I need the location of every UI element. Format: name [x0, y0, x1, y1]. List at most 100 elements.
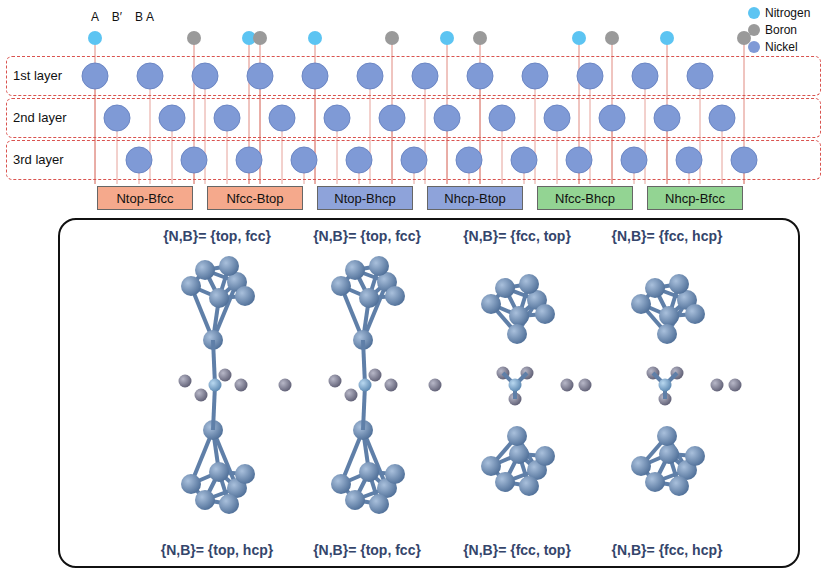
nickel-atom: [219, 256, 239, 276]
nickel-atom: [291, 147, 317, 173]
nickel-atom: [731, 147, 757, 173]
node-label: 1st layer: [13, 57, 62, 94]
boron-atom: [179, 375, 192, 388]
nickel-atom: [495, 278, 515, 298]
nickel-atom: [519, 274, 539, 294]
site-pair-caption: {N,B}= {top, fcc}: [313, 542, 421, 558]
stacking-letter: A: [146, 10, 154, 24]
boron-atom: [729, 379, 742, 392]
nickel-atom: [214, 105, 240, 131]
nickel-atom: [331, 276, 351, 296]
nickel-atom: [566, 147, 592, 173]
node-label: Nhcp-Btop: [444, 191, 505, 206]
atoms: [82, 31, 757, 173]
nickel-atom: [209, 462, 229, 482]
boron-atom: [711, 379, 724, 392]
site-pair-caption: {N,B}= {fcc, top}: [463, 542, 571, 558]
boron-atom: [429, 379, 442, 392]
boron-atom: [329, 375, 342, 388]
boron-atom: [579, 379, 592, 392]
adsorbate-atom: [308, 31, 322, 45]
node-label: Nhcp-Bfcc: [665, 191, 725, 206]
layer-band: 3rd layer: [6, 140, 821, 180]
nickel-atom: [519, 476, 539, 496]
nickel-atom: [544, 105, 570, 131]
nickel-atom: [247, 63, 273, 89]
site-label-box: Ntop-Bfcc: [97, 186, 193, 210]
nickel-atom: [104, 105, 130, 131]
nickel-atom: [687, 63, 713, 89]
site-label-box: Nhcp-Btop: [427, 186, 523, 210]
site-pair-caption: {N,B}= {top, fcc}: [163, 228, 271, 244]
adsorbate-atom: [473, 31, 487, 45]
nickel-atom: [509, 444, 529, 464]
adsorbate-atom: [253, 31, 267, 45]
site-guide-line: [95, 76, 96, 184]
site-label-box: Nfcc-Bhcp: [537, 186, 633, 210]
stacking-letter: B: [135, 10, 143, 24]
nickel-atom: [236, 147, 262, 173]
nickel-atom: [657, 426, 677, 446]
nickel-atom: [654, 105, 680, 131]
site-pair-caption: {N,B}= {fcc, hcp}: [612, 542, 723, 558]
nitrogen-atom: [659, 379, 672, 392]
adsorbate-atom: [187, 31, 201, 45]
legend-entry: Nickel: [748, 40, 798, 54]
nickel-atom: [209, 288, 229, 308]
nickel-atom: [269, 105, 295, 131]
nickel-atom: [669, 476, 689, 496]
node-label: Nfcc-Btop: [226, 191, 283, 206]
nickel-atom: [645, 472, 665, 492]
adsorbate-atom: [605, 31, 619, 45]
stacking-letter: A: [91, 10, 99, 24]
nickel-atom: [181, 474, 201, 494]
nickel-atom: [192, 63, 218, 89]
legend-swatch: [748, 41, 760, 53]
legend-swatch: [748, 7, 760, 19]
node-label: Nfcc-Bhcp: [555, 191, 615, 206]
nickel-atom: [385, 286, 405, 306]
stacking-letter: B′: [112, 10, 122, 24]
nickel-atom: [346, 147, 372, 173]
boron-atom: [561, 379, 574, 392]
legend-entry: Nitrogen: [748, 6, 810, 20]
guide-lines: [95, 38, 744, 184]
legend-label: Nickel: [765, 40, 798, 54]
boron-atom: [235, 379, 248, 392]
adsorbate-atom: [88, 31, 102, 45]
nickel-atom: [195, 490, 215, 510]
nickel-atom: [676, 147, 702, 173]
site-pair-caption: {N,B}= {top, fcc}: [313, 228, 421, 244]
legend-swatch: [748, 24, 760, 36]
nickel-atom: [645, 278, 665, 298]
nickel-atom: [137, 63, 163, 89]
nitrogen-atom: [509, 379, 522, 392]
nickel-atom: [509, 306, 529, 326]
site-pair-caption: {N,B}= {fcc, top}: [463, 228, 571, 244]
adsorbate-atom: [660, 31, 674, 45]
nickel-atom: [369, 256, 389, 276]
structure-panel: {N,B}= {top, fcc} {N,B}= {top, fcc} {N,B}=…: [58, 218, 800, 568]
nickel-atom: [577, 63, 603, 89]
bond: [213, 385, 215, 430]
node-label: Ntop-Bfcc: [116, 191, 173, 206]
site-label-box: Ntop-Bhcp: [317, 186, 413, 210]
node-label: 2nd layer: [13, 99, 66, 136]
nickel-atom: [685, 446, 705, 466]
nickel-atom: [507, 324, 527, 344]
nickel-atom: [159, 105, 185, 131]
nickel-atom: [621, 147, 647, 173]
nickel-atom: [126, 147, 152, 173]
nickel-atom: [657, 324, 677, 344]
nickel-atom: [631, 456, 651, 476]
nitrogen-atom: [209, 379, 222, 392]
nickel-atom: [235, 286, 255, 306]
nickel-atom: [659, 306, 679, 326]
site-label-box: Nfcc-Btop: [207, 186, 303, 210]
nickel-atom: [324, 105, 350, 131]
nickel-atom: [456, 147, 482, 173]
nickel-atom: [685, 304, 705, 324]
nickel-atom: [481, 294, 501, 314]
nickel-atom: [235, 464, 255, 484]
